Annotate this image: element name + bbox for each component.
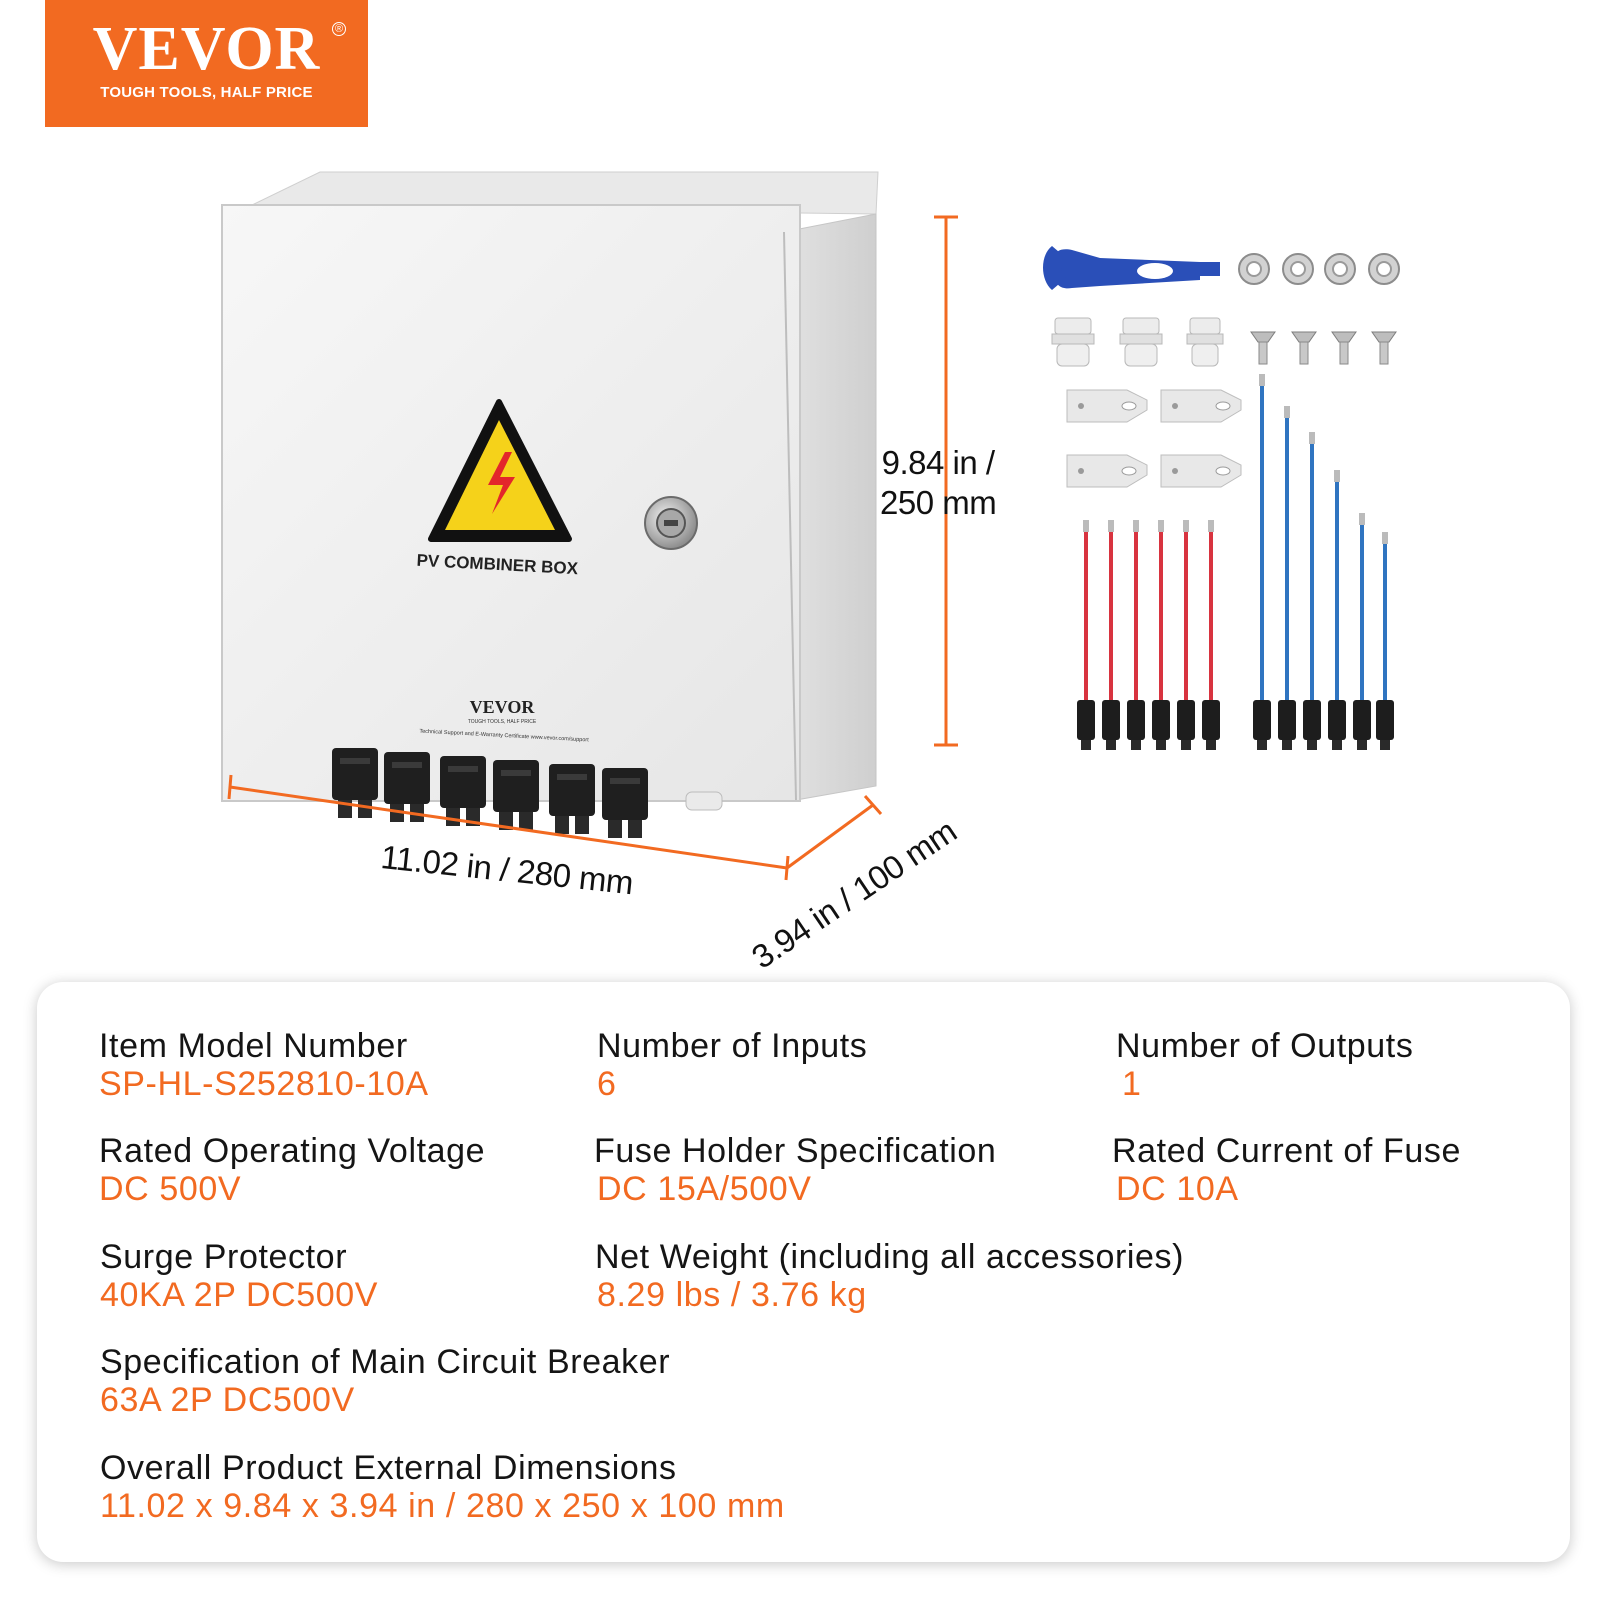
product-illustration: PV COMBINER BOX VEVOR TOUGH TOOLS, HALF … bbox=[221, 171, 1400, 881]
hex-nut-icon bbox=[1368, 253, 1400, 285]
spec-model: Item Model Number SP-HL-S252810-10A bbox=[99, 1027, 429, 1103]
spec-voltage: Rated Operating Voltage DC 500V bbox=[99, 1132, 485, 1208]
mounting-bracket-icon bbox=[1160, 454, 1242, 488]
red-cable-icon bbox=[1202, 520, 1220, 750]
door-lock-icon bbox=[644, 496, 698, 550]
mc4-wrench-icon bbox=[1043, 246, 1220, 290]
spec-value: DC 10A bbox=[1116, 1170, 1239, 1208]
mc4-connector-icon bbox=[440, 756, 486, 826]
mc4-connector-icon bbox=[493, 760, 539, 830]
screw-icon bbox=[1250, 331, 1276, 365]
spec-label: Item Model Number bbox=[99, 1027, 408, 1065]
spec-value: 6 bbox=[597, 1065, 617, 1103]
box-brand-tagline: TOUGH TOOLS, HALF PRICE bbox=[468, 719, 537, 725]
hex-nut-icon bbox=[1282, 253, 1314, 285]
height-dimension-label: 9.84 in / 250 mm bbox=[880, 443, 997, 523]
mounting-bracket-icon bbox=[1066, 454, 1148, 488]
red-cable-icon bbox=[1152, 520, 1170, 750]
spec-value: 63A 2P DC500V bbox=[100, 1381, 355, 1419]
mounting-bracket-icon bbox=[1160, 389, 1242, 423]
blue-cable-icon bbox=[1303, 432, 1321, 750]
spec-value: DC 500V bbox=[99, 1170, 242, 1208]
red-cable-icon bbox=[1077, 520, 1095, 750]
high-voltage-warning-icon bbox=[428, 399, 572, 542]
spec-value: SP-HL-S252810-10A bbox=[99, 1065, 429, 1103]
screw-icon bbox=[1291, 331, 1317, 365]
spec-value: DC 15A/500V bbox=[597, 1170, 812, 1208]
combiner-box: PV COMBINER BOX VEVOR TOUGH TOOLS, HALF … bbox=[221, 171, 879, 838]
cable-gland-icon bbox=[685, 791, 723, 811]
spec-label: Specification of Main Circuit Breaker bbox=[100, 1343, 671, 1381]
spec-inputs: Number of Inputs 6 bbox=[597, 1027, 867, 1103]
spec-weight: Net Weight (including all accessories) 8… bbox=[595, 1238, 1184, 1314]
mc4-connector-icon bbox=[549, 764, 595, 834]
mc4-connector-icon bbox=[332, 748, 378, 818]
mounting-bracket-icon bbox=[1066, 389, 1148, 423]
blue-cable-icon bbox=[1278, 406, 1296, 750]
spec-fuse-current: Rated Current of Fuse DC 10A bbox=[1112, 1132, 1461, 1208]
red-cable-icon bbox=[1127, 520, 1145, 750]
spec-outputs: Number of Outputs 1 bbox=[1116, 1027, 1413, 1103]
spec-value: 11.02 x 9.84 x 3.94 in / 280 x 250 x 100… bbox=[100, 1487, 785, 1525]
height-line-2: 250 mm bbox=[880, 484, 997, 521]
vevor-logo: VEVOR ® TOUGH TOOLS, HALF PRICE bbox=[45, 0, 368, 127]
hex-nut-icon bbox=[1238, 253, 1270, 285]
blue-cable-icon bbox=[1253, 374, 1271, 750]
cable-gland-icon bbox=[1186, 317, 1224, 367]
blue-cable-icon bbox=[1376, 532, 1394, 750]
box-brand-label: VEVOR bbox=[470, 697, 536, 717]
spec-label: Overall Product External Dimensions bbox=[100, 1449, 677, 1487]
red-cable-icon bbox=[1102, 520, 1120, 750]
spec-breaker: Specification of Main Circuit Breaker 63… bbox=[100, 1343, 670, 1419]
accessories bbox=[1043, 246, 1400, 750]
spec-label: Surge Protector bbox=[100, 1238, 348, 1276]
hex-nut-icon bbox=[1324, 253, 1356, 285]
spec-value: 1 bbox=[1122, 1065, 1142, 1103]
mc4-connector-icon bbox=[602, 768, 648, 838]
spec-label: Fuse Holder Specification bbox=[594, 1132, 997, 1170]
blue-cable-icon bbox=[1353, 513, 1371, 750]
specification-card: Item Model Number SP-HL-S252810-10A Numb… bbox=[37, 982, 1570, 1562]
spec-value: 40KA 2P DC500V bbox=[100, 1276, 379, 1314]
spec-dimensions: Overall Product External Dimensions 11.0… bbox=[100, 1449, 785, 1525]
spec-fuse-holder: Fuse Holder Specification DC 15A/500V bbox=[594, 1132, 996, 1208]
dimension-lines bbox=[227, 215, 958, 881]
spec-label: Rated Operating Voltage bbox=[99, 1132, 486, 1170]
registered-mark: ® bbox=[332, 22, 346, 36]
blue-cable-icon bbox=[1328, 470, 1346, 750]
spec-label: Rated Current of Fuse bbox=[1112, 1132, 1461, 1170]
cable-gland-icon bbox=[1119, 317, 1163, 367]
spec-label: Net Weight (including all accessories) bbox=[595, 1238, 1185, 1276]
spec-surge: Surge Protector 40KA 2P DC500V bbox=[100, 1238, 378, 1314]
screw-icon bbox=[1371, 331, 1397, 365]
red-cable-icon bbox=[1177, 520, 1195, 750]
screw-icon bbox=[1331, 331, 1357, 365]
spec-label: Number of Outputs bbox=[1116, 1027, 1414, 1065]
mc4-connector-row bbox=[332, 748, 648, 838]
spec-value: 8.29 lbs / 3.76 kg bbox=[597, 1276, 867, 1314]
logo-tagline: TOUGH TOOLS, HALF PRICE bbox=[100, 84, 313, 101]
logo-brand-text: VEVOR bbox=[92, 15, 321, 83]
spec-label: Number of Inputs bbox=[597, 1027, 868, 1065]
height-line-1: 9.84 in / bbox=[881, 444, 995, 481]
cable-gland-icon bbox=[1051, 317, 1095, 367]
